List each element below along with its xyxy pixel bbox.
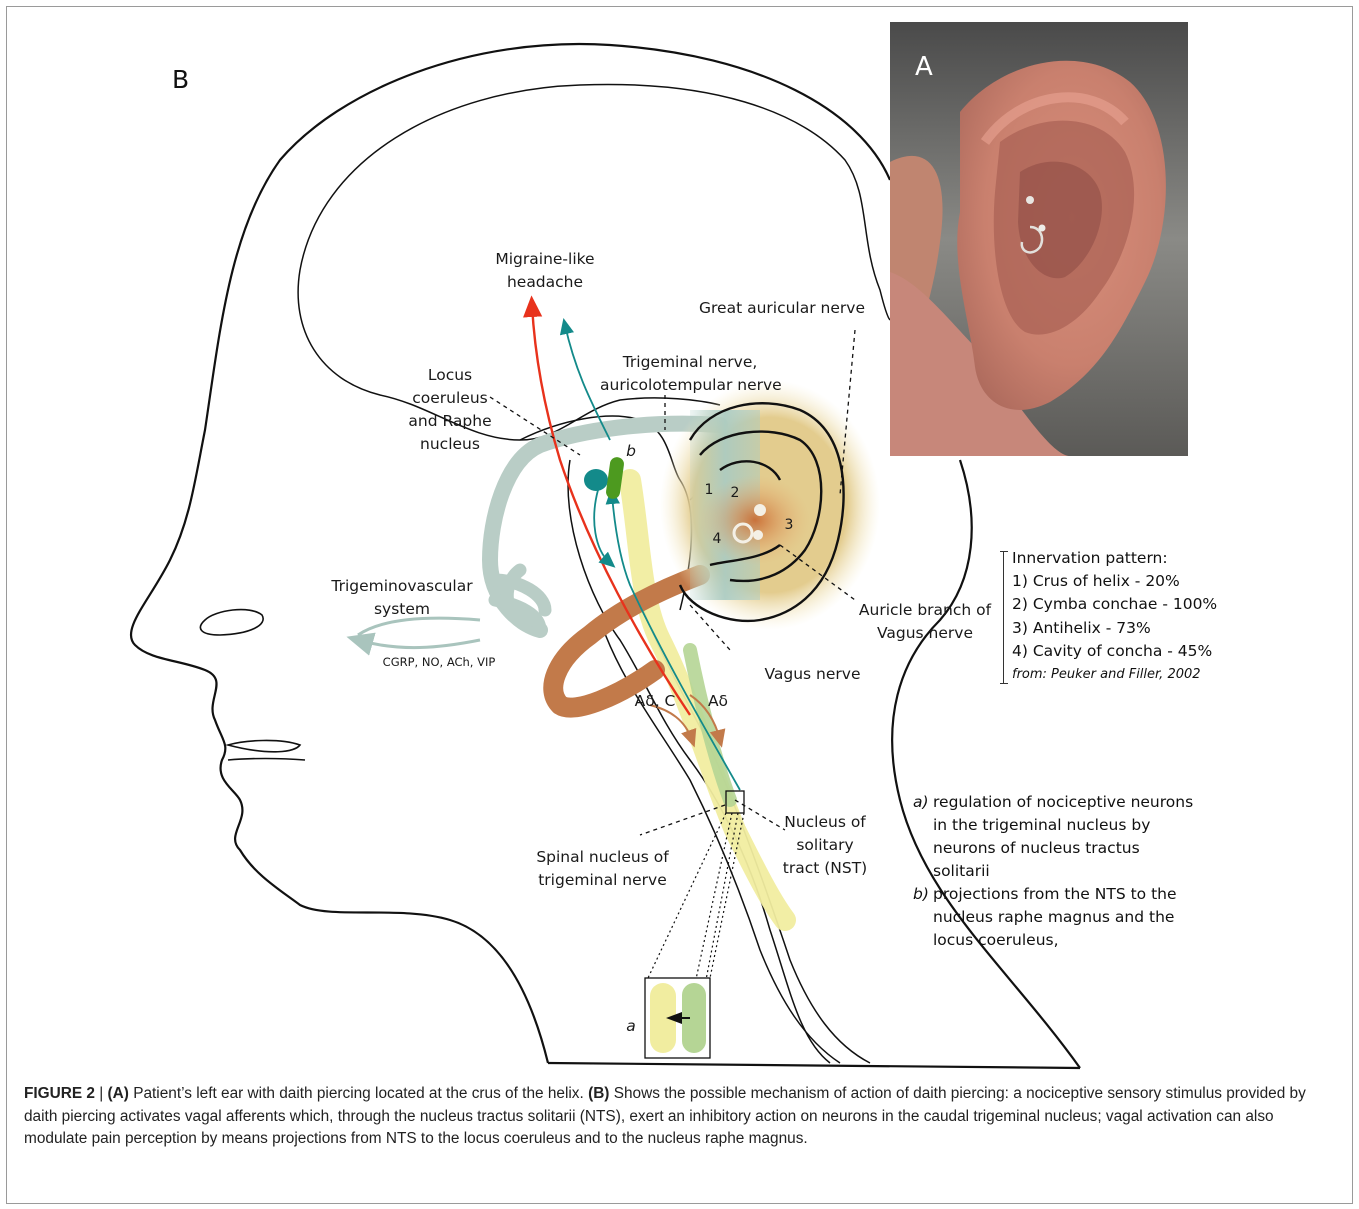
lips (228, 740, 305, 760)
innervation-source: from: Peuker and Filler, 2002 (1012, 663, 1217, 686)
label-nst-line3: tract (NST) (775, 857, 875, 880)
label-nst-line1: Nucleus of (775, 811, 875, 834)
innervation-item-4: 4) Cavity of concha - 45% (1012, 640, 1217, 663)
label-adelta: Aδ (703, 690, 733, 713)
note-b-line3: locus coeruleus, (933, 929, 1193, 952)
label-auricle-branch-line2: Vagus nerve (855, 622, 995, 645)
caption-fig-number: FIGURE 2 (24, 1085, 95, 1102)
ear-point-4: 4 (709, 528, 725, 551)
piercing-stud-1 (754, 504, 766, 516)
label-locus-line3: and Raphe (400, 410, 500, 433)
label-trigeminal-line2: auricolotempular nerve (600, 374, 780, 397)
label-spinal-nucleus: Spinal nucleus of trigeminal nerve (525, 846, 680, 892)
innervation-item-1: 1) Crus of helix - 20% (1012, 570, 1217, 593)
note-a-line3: neurons of nucleus tractus (933, 837, 1193, 860)
label-migraine-line2: headache (470, 271, 620, 294)
label-vagus: Vagus nerve (760, 663, 865, 686)
label-nst: Nucleus of solitary tract (NST) (775, 811, 875, 880)
label-locus-line1: Locus (400, 364, 500, 387)
innervation-item-2: 2) Cymba conchae - 100% (1012, 593, 1217, 616)
label-nst-line2: solitary (775, 834, 875, 857)
label-great-auricular: Great auricular nerve (697, 297, 867, 320)
label-mediators: CGRP, NO, ACh, VIP (364, 651, 514, 674)
label-auricle-branch: Auricle branch of Vagus nerve (855, 599, 995, 645)
label-trigeminovascular-line2: system (322, 598, 482, 621)
ear-photo-illustration (890, 22, 1188, 456)
note-a: a) regulation of nociceptive neurons in … (913, 791, 1193, 883)
panel-label-a: A (915, 52, 933, 82)
label-a-marker: a (624, 1015, 638, 1038)
label-trigeminal-line1: Trigeminal nerve, (600, 351, 780, 374)
ear-point-1: 1 (701, 479, 717, 502)
label-migraine: Migraine-like headache (470, 248, 620, 294)
caption-separator: | (95, 1085, 108, 1102)
label-locus-line4: nucleus (400, 433, 500, 456)
mechanism-notes: a) regulation of nociceptive neurons in … (913, 791, 1193, 952)
note-b: b) projections from the NTS to the nucle… (913, 883, 1193, 952)
trigeminovascular-arrows (358, 618, 480, 647)
note-a-line1: regulation of nociceptive neurons (933, 791, 1193, 814)
label-auricle-branch-line1: Auricle branch of (855, 599, 995, 622)
neck-front (548, 1063, 1080, 1068)
ear-point-2: 2 (727, 482, 743, 505)
note-b-line1: projections from the NTS to the (933, 883, 1193, 906)
caption-b-tag: (B) (588, 1085, 609, 1102)
panel-label-b: B (172, 65, 189, 94)
label-spinal-nucleus-line1: Spinal nucleus of (525, 846, 680, 869)
label-locus: Locus coeruleus and Raphe nucleus (400, 364, 500, 456)
label-migraine-line1: Migraine-like (470, 248, 620, 271)
note-a-line4: solitarii (933, 860, 1193, 883)
label-adelta-c: Aδ, C (630, 690, 680, 713)
ear-point-3: 3 (781, 514, 797, 537)
label-b-marker: b (624, 440, 638, 463)
innervation-item-3: 3) Antihelix - 73% (1012, 617, 1217, 640)
piercing-stud-2 (753, 530, 763, 540)
figure-caption: FIGURE 2 | (A) Patient’s left ear with d… (24, 1083, 1324, 1151)
innervation-bracket (1003, 551, 1011, 684)
label-spinal-nucleus-line2: trigeminal nerve (525, 869, 680, 892)
nostril (200, 610, 263, 635)
ear-photo: A (890, 22, 1188, 456)
label-trigeminovascular-line1: Trigeminovascular (322, 575, 482, 598)
innervation-title: Innervation pattern: (1012, 547, 1217, 570)
note-b-key: b) (913, 883, 929, 906)
caption-a-text: Patient’s left ear with daith piercing l… (129, 1085, 588, 1102)
locus-coeruleus-dot (584, 469, 608, 491)
note-b-line2: nucleus raphe magnus and the (933, 906, 1193, 929)
note-a-key: a) (913, 791, 929, 814)
trigeminal-branches (495, 570, 545, 630)
label-trigeminovascular: Trigeminovascular system (322, 575, 482, 621)
note-a-line2: in the trigeminal nucleus by (933, 814, 1193, 837)
label-locus-line2: coeruleus (400, 387, 500, 410)
label-trigeminal: Trigeminal nerve, auricolotempular nerve (600, 351, 780, 397)
caption-a-tag: (A) (108, 1085, 129, 1102)
